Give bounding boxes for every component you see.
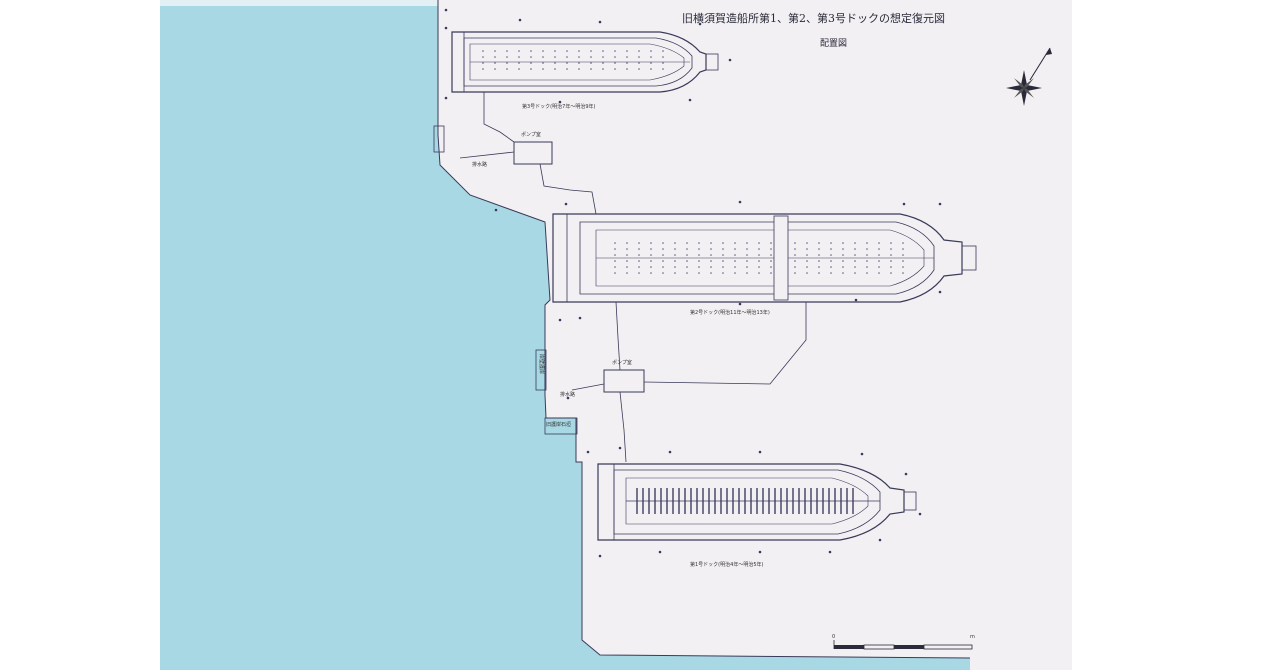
dock3-caption: 第3号ドック(明治7年〜明治9年) — [522, 103, 595, 110]
bollard-marker — [728, 58, 732, 62]
bollard-marker — [444, 8, 448, 12]
bollard-marker — [698, 22, 702, 26]
drain-1 — [459, 92, 597, 215]
pump-house-2 — [603, 369, 645, 393]
sea-area — [160, 0, 970, 670]
bollard-marker — [518, 18, 522, 22]
bollard-marker — [758, 550, 762, 554]
bollard-marker — [598, 554, 602, 558]
scale-bar — [833, 640, 973, 650]
shoreline — [437, 0, 971, 659]
pump-house-1-label: ポンプ室 — [521, 131, 541, 138]
pump-house-2-label: ポンプ室 — [612, 359, 632, 366]
bollard-marker — [566, 396, 570, 400]
page-title: 旧横須賀造船所第1、第2、第3号ドックの想定復元図 — [682, 11, 945, 25]
bollard-marker — [860, 452, 864, 456]
bollard-marker — [738, 302, 742, 306]
drain-2 — [571, 301, 807, 463]
dock-1 — [597, 463, 917, 541]
quay-block — [544, 417, 578, 435]
quay-block — [433, 125, 445, 153]
pump-house-1 — [513, 141, 553, 165]
bollard-marker — [668, 450, 672, 454]
dock-2 — [552, 213, 977, 303]
dock1-caption: 第1号ドック(明治4年〜明治5年) — [690, 561, 763, 568]
bollard-marker — [586, 450, 590, 454]
drain-1-label: 排水路 — [472, 161, 487, 168]
compass-rose-icon — [1006, 47, 1052, 106]
bollard-marker — [904, 472, 908, 476]
dock-3 — [451, 31, 719, 93]
bollard-marker — [738, 200, 742, 204]
bollard-marker — [494, 208, 498, 212]
bollard-marker — [618, 446, 622, 450]
bollard-marker — [938, 202, 942, 206]
bollard-marker — [828, 550, 832, 554]
bollard-marker — [918, 512, 922, 516]
dock2-caption: 第2号ドック(明治11年〜明治13年) — [690, 309, 770, 316]
scale-end-label: m — [970, 634, 975, 640]
old-revetment-label: 旧護岸石垣 — [546, 421, 571, 428]
page-subtitle: 配置図 — [820, 38, 847, 49]
bollard-marker — [758, 450, 762, 454]
bollard-marker — [578, 316, 582, 320]
bollard-marker — [688, 98, 692, 102]
bollard-marker — [854, 298, 858, 302]
bollard-marker — [902, 202, 906, 206]
bollard-marker — [558, 100, 562, 104]
scale-start-label: 0 — [832, 634, 835, 640]
paper-top-strip — [160, 0, 438, 6]
bollard-marker — [598, 20, 602, 24]
bollard-marker — [564, 202, 568, 206]
retaining-wall-label: 岸壁護岸 — [538, 354, 545, 374]
drain-2-label: 排水路 — [560, 391, 575, 398]
bollard-marker — [938, 290, 942, 294]
quay-block — [535, 349, 547, 391]
bollard-marker — [444, 96, 448, 100]
bollard-marker — [658, 550, 662, 554]
bollard-marker — [878, 538, 882, 542]
bollard-marker — [444, 26, 448, 30]
bollard-marker — [558, 318, 562, 322]
